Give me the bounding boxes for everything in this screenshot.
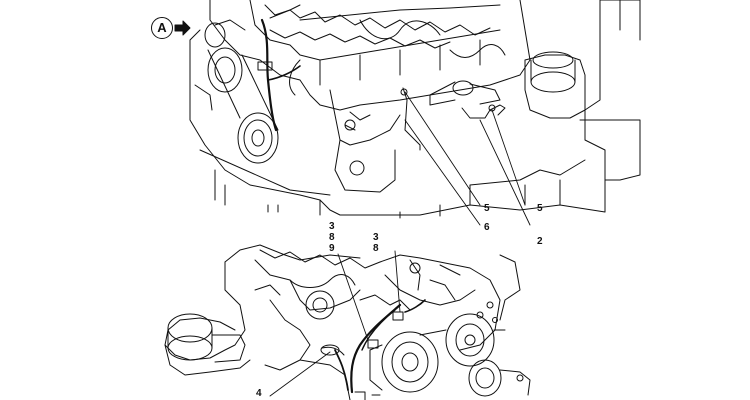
callout-stack-left-2: 8	[329, 232, 335, 243]
engine-top-view	[174, 0, 641, 219]
callout-stack-left: 3 8 9	[329, 221, 335, 254]
callout-top-5b: 5	[537, 203, 543, 214]
callout-top-2: 2	[537, 236, 543, 247]
callout-stack-left-3: 9	[329, 243, 335, 254]
callout-stack-right-2: 8	[373, 243, 379, 254]
callout-top-5a: 5	[484, 203, 490, 214]
callout-stack-right: 3 8	[373, 232, 379, 254]
leader-lines-top	[404, 91, 531, 226]
view-a-marker: A	[151, 17, 173, 39]
callout-top-6: 6	[484, 222, 490, 233]
engine-bottom-view	[164, 244, 531, 400]
leader-lines-bottom	[269, 250, 401, 397]
callout-stack-right-1: 3	[373, 232, 379, 243]
callout-stack-left-1: 3	[329, 221, 335, 232]
callout-bottom-4: 4	[256, 388, 262, 399]
view-arrow-icon	[175, 21, 190, 35]
